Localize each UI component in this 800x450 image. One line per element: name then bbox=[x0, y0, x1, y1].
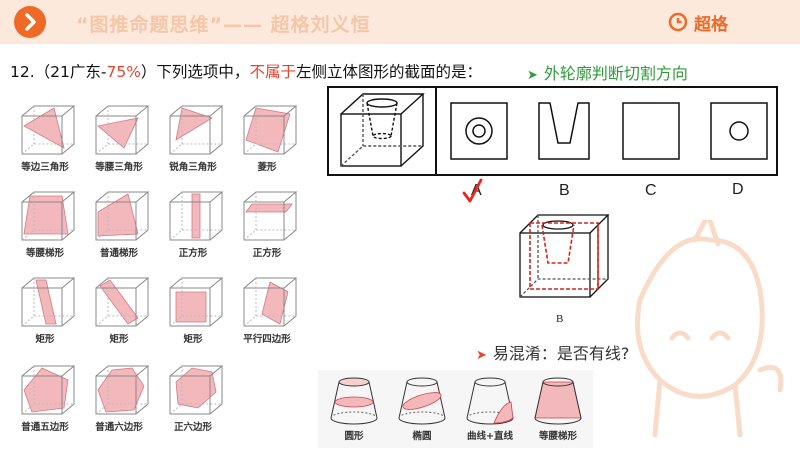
section-label: 矩形 bbox=[35, 334, 55, 345]
section-example: 平行四边形 bbox=[232, 272, 302, 356]
section-label: 正方形 bbox=[178, 248, 208, 259]
header-bar: “图推命题思维”—— 超格刘义恒 超格 bbox=[0, 0, 800, 44]
option-d-label[interactable]: D bbox=[732, 181, 744, 198]
section-example: 普通梯形 bbox=[84, 186, 154, 270]
cube-section-icon bbox=[169, 277, 224, 327]
frustum-trapezoid: 等腰梯形 bbox=[526, 370, 590, 448]
cube-section-icon bbox=[169, 191, 224, 241]
cube-section-icon bbox=[95, 191, 150, 241]
section-example: 锐角三角形 bbox=[158, 100, 228, 184]
hint-confusion: ➤ 易混淆：是否有线? bbox=[476, 340, 629, 364]
section-label: 等腰三角形 bbox=[95, 162, 143, 173]
chevron-right-icon bbox=[25, 13, 36, 31]
section-label: 矩形 bbox=[109, 334, 129, 345]
section-label: 矩形 bbox=[183, 334, 203, 345]
section-label: 普通六边形 bbox=[95, 422, 143, 433]
section-label: 等腰梯形 bbox=[25, 248, 64, 259]
hint-text: 外轮廓判断切割方向 bbox=[543, 64, 688, 83]
question-figure bbox=[327, 86, 778, 176]
section-example: 菱形 bbox=[232, 100, 302, 184]
brand-logo-icon bbox=[668, 12, 688, 32]
section-label: 正六边形 bbox=[173, 422, 212, 433]
section-label: 锐角三角形 bbox=[169, 162, 217, 173]
section-label: 菱形 bbox=[257, 162, 277, 173]
option-c-figure bbox=[622, 102, 680, 160]
cube-section-icon bbox=[95, 277, 150, 327]
option-a-figure bbox=[450, 102, 508, 160]
frustum-label: 曲线+直线 bbox=[467, 431, 513, 442]
section-example: 普通五边形 bbox=[10, 360, 80, 444]
checkmark-icon bbox=[462, 178, 483, 203]
cube-section-icon bbox=[243, 105, 298, 155]
next-button[interactable] bbox=[14, 6, 46, 38]
section-label: 普通五边形 bbox=[21, 422, 69, 433]
cube-with-cup bbox=[340, 93, 425, 167]
cube-section-icon bbox=[95, 365, 150, 415]
detail-caption: B bbox=[556, 313, 564, 325]
section-example: 矩形 bbox=[84, 272, 154, 356]
section-example: 等腰三角形 bbox=[84, 100, 154, 184]
section-example: 等腰梯形 bbox=[10, 186, 80, 270]
section-example: 正方形 bbox=[232, 186, 302, 270]
cube-section-icon bbox=[21, 277, 76, 327]
cube-section-icon bbox=[243, 191, 298, 241]
brand-name: 超格 bbox=[694, 15, 728, 35]
frustum-circle: 圆形 bbox=[322, 370, 386, 448]
section-label: 正方形 bbox=[252, 248, 282, 259]
option-c-label[interactable]: C bbox=[645, 182, 657, 199]
frustum-curve-line: 曲线+直线 bbox=[458, 370, 522, 448]
cube-section-icon bbox=[95, 105, 150, 155]
question-number: 12.（21广东- bbox=[10, 63, 107, 81]
option-d-figure bbox=[710, 102, 768, 160]
slide-title: “图推命题思维”—— 超格刘义恒 bbox=[76, 14, 371, 36]
cube-section-icon bbox=[21, 105, 76, 155]
cube-section-icon bbox=[21, 191, 76, 241]
section-example: 正六边形 bbox=[158, 360, 228, 444]
frustum-label: 椭圆 bbox=[412, 431, 432, 442]
section-example: 普通六边形 bbox=[84, 360, 154, 444]
cube-section-icon bbox=[243, 277, 298, 327]
figure-divider bbox=[435, 88, 437, 174]
question-tail: 左侧立体图形的截面的是： bbox=[295, 63, 482, 81]
question-emphasis: 不属于 bbox=[249, 63, 296, 81]
section-label: 等边三角形 bbox=[21, 162, 69, 173]
figure-drawing bbox=[340, 93, 768, 167]
section-example: 正方形 bbox=[158, 186, 228, 270]
section-example: 矩形 bbox=[10, 272, 80, 356]
frustum-ellipse: 椭圆 bbox=[390, 370, 454, 448]
option-b-label[interactable]: B bbox=[559, 182, 570, 199]
hint-outline: ➤ 外轮廓判断切割方向 bbox=[527, 60, 688, 84]
accuracy-rate: 75% bbox=[106, 63, 141, 81]
cube-section-icon bbox=[169, 365, 224, 415]
section-example: 等边三角形 bbox=[10, 100, 80, 184]
cube-section-icon bbox=[21, 365, 76, 415]
mascot-watermark-icon bbox=[635, 220, 784, 438]
frustum-label: 圆形 bbox=[344, 431, 364, 442]
question-text: 12.（21广东-75%）下列选项中，不属于左侧立体图形的截面的是： bbox=[10, 60, 482, 82]
arrow-icon: ➤ bbox=[527, 68, 538, 83]
question-mid: ）下列选项中， bbox=[140, 63, 250, 81]
confusion-text: 易混淆：是否有线? bbox=[492, 344, 630, 363]
section-label: 平行四边形 bbox=[243, 334, 291, 345]
arrow-icon: ➤ bbox=[476, 348, 487, 363]
option-b-figure bbox=[538, 102, 590, 160]
cube-section-icon bbox=[169, 105, 224, 155]
frustum-examples: 圆形 椭圆 曲线+直线 等腰梯形 bbox=[318, 370, 593, 448]
option-b-detail bbox=[512, 211, 616, 331]
section-example: 矩形 bbox=[158, 272, 228, 356]
section-label: 普通梯形 bbox=[99, 248, 138, 259]
option-b-detail-figure bbox=[519, 214, 610, 298]
frustum-label: 等腰梯形 bbox=[538, 431, 577, 442]
